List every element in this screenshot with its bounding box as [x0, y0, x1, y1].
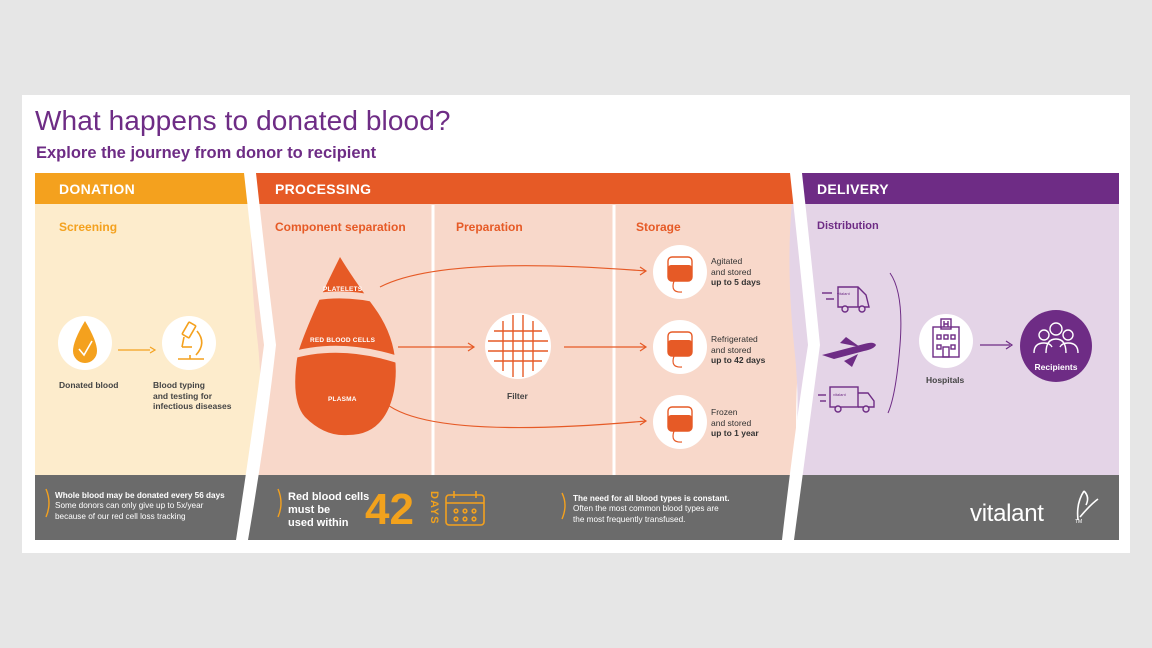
vitalant-logo-mark: [1076, 490, 1099, 521]
journey-diagram: [35, 173, 1119, 540]
stage-preparation: Preparation: [456, 220, 523, 234]
filter-label: Filter: [507, 391, 528, 401]
donation-header: DONATION: [59, 181, 136, 197]
storage-platelets-text: Agitated and stored up to 5 days: [711, 256, 761, 288]
rbc-days-label: DAYS: [428, 491, 441, 525]
filter-icon: [485, 313, 551, 379]
stage-screening: Screening: [59, 220, 118, 234]
storage-plasma-text: Frozen and stored up to 1 year: [711, 407, 759, 439]
processing-header-bar: [251, 173, 803, 204]
blood-need-footer-text: The need for all blood types is constant…: [573, 494, 730, 524]
flow-curve-platelets: [379, 265, 647, 288]
plasma-label: PLASMA: [328, 396, 357, 403]
hospitals-label: Hospitals: [926, 375, 965, 385]
storage-rbc-text: Refrigerated and stored up to 42 days: [711, 334, 766, 366]
platelets-label: PLATELETS: [323, 286, 363, 293]
rbc-days-number: 42: [365, 485, 414, 534]
separator-processing-delivery: [782, 173, 820, 540]
donated-blood-label: Donated blood: [59, 380, 119, 390]
page-subtitle: Explore the journey from donor to recipi…: [36, 144, 377, 162]
blood-testing-label: Blood typing and testing for infectious …: [153, 380, 232, 412]
infographic-card: What happens to donated blood? Explore t…: [22, 95, 1130, 553]
stage-distribution: Distribution: [817, 220, 879, 232]
donation-footer-text: Whole blood may be donated every 56 days…: [55, 491, 225, 521]
truck-brand-label: vitalant: [833, 392, 846, 397]
separator-donation-processing: [236, 173, 276, 540]
airplane-icon: [822, 337, 876, 367]
grouping-brace: [887, 272, 902, 414]
flow-curve-plasma: [381, 399, 647, 429]
stage-storage: Storage: [636, 220, 681, 234]
rbc-footer-text: Red blood cells must be used within: [288, 491, 370, 530]
delivery-header: DELIVERY: [817, 181, 889, 197]
red-blood-cells-label: RED BLOOD CELLS: [310, 337, 376, 344]
calendar-icon: [445, 491, 485, 526]
blood-bag-icon: [653, 395, 707, 449]
delivery-van-icon: [822, 286, 870, 313]
vitalant-logo: vitalant: [970, 500, 1044, 527]
processing-header: PROCESSING: [275, 181, 372, 197]
footer-accent: [45, 488, 50, 518]
stage-component-separation: Component separation: [275, 220, 406, 234]
footer-accent: [277, 488, 282, 518]
delivery-truck-icon: [818, 386, 875, 413]
footer-band: [35, 475, 1119, 540]
recipients-label: Recipients: [1034, 362, 1078, 372]
page-title: What happens to donated blood?: [35, 105, 451, 136]
van-brand-label: vitalant: [837, 291, 850, 296]
donation-header-bar: [35, 173, 261, 204]
component-blood-drop: [284, 257, 410, 436]
hospital-icon: [919, 314, 973, 368]
vitalant-trademark: TM: [1075, 519, 1083, 525]
blood-bag-icon: [653, 320, 707, 374]
microscope-icon: [162, 316, 216, 370]
blood-drop-check-icon: [58, 316, 112, 370]
footer-accent: [561, 492, 566, 520]
delivery-header-bar: [796, 173, 1119, 204]
blood-bag-icon: [653, 245, 707, 299]
recipients-icon: [1020, 310, 1092, 382]
